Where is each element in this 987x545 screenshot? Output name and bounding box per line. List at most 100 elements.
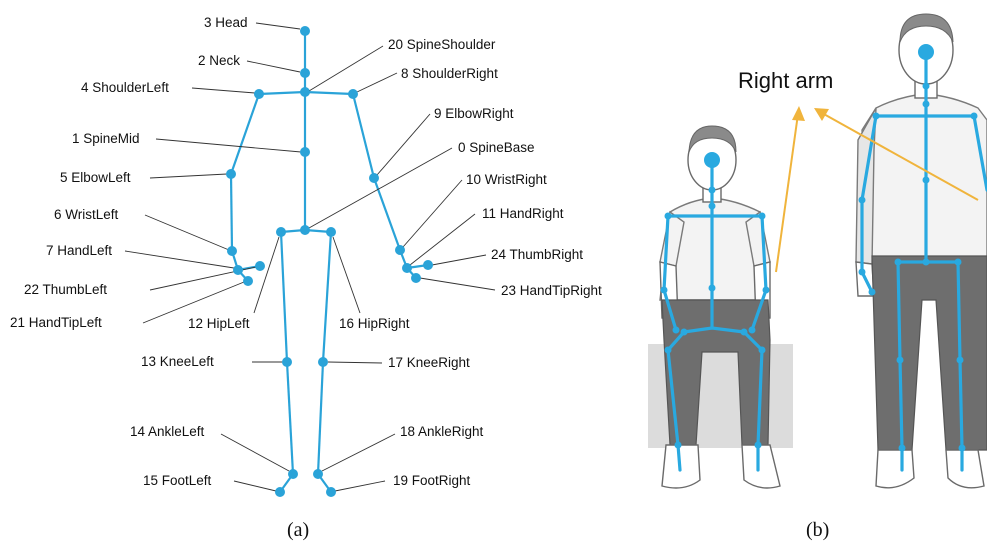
- seated-spine-mid-joint: [709, 285, 716, 292]
- standing-neck-joint: [923, 83, 930, 90]
- label-spine-shoulder: 20 SpineShoulder: [388, 37, 496, 52]
- joint-ankle-right: [313, 469, 323, 479]
- joint-shoulder-right: [348, 89, 358, 99]
- joint-knee-left: [282, 357, 292, 367]
- label-hip-right: 16 HipRight: [339, 316, 410, 331]
- joint-head: [300, 26, 310, 36]
- leader-wrist-left: [145, 215, 229, 250]
- joint-spine-shoulder: [300, 87, 310, 97]
- leader-hand-tip-right: [420, 278, 495, 290]
- label-neck: 2 Neck: [198, 53, 240, 68]
- standing-head-joint: [918, 44, 934, 60]
- seated-hand-left-joint: [673, 327, 680, 334]
- standing-person-illustration: [856, 14, 987, 488]
- joint-foot-right: [326, 487, 336, 497]
- joint-thumb-left: [255, 261, 265, 271]
- label-knee-right: 17 KneeRight: [388, 355, 470, 370]
- panel-a: 3 Head 2 Neck 20 SpineShoulder 8 Shoulde…: [10, 15, 602, 541]
- leader-elbow-left: [150, 174, 227, 178]
- standing-hand-left-joint: [869, 289, 876, 296]
- label-knee-left: 13 KneeLeft: [141, 354, 214, 369]
- standing-spine-mid-joint: [923, 177, 930, 184]
- panel-b: Right arm (b): [648, 14, 987, 541]
- arrowhead-seated: [792, 106, 805, 121]
- leader-ankle-left: [221, 434, 289, 471]
- standing-hip-right-joint: [955, 259, 962, 266]
- label-hip-left: 12 HipLeft: [188, 316, 250, 331]
- standing-wrist-left-joint: [859, 269, 866, 276]
- leader-hip-right: [333, 237, 360, 313]
- standing-ankle-left-joint: [899, 445, 906, 452]
- arrow-seated-right-arm: [776, 114, 798, 272]
- seated-hip-right-joint: [741, 329, 748, 336]
- seated-shoulder-right-joint: [759, 213, 766, 220]
- label-elbow-left: 5 ElbowLeft: [60, 170, 131, 185]
- label-head: 3 Head: [204, 15, 248, 30]
- leader-spine-mid: [156, 139, 301, 152]
- standing-knee-left-joint: [897, 357, 904, 364]
- seated-knee-right-joint: [759, 347, 766, 354]
- leader-neck: [247, 61, 300, 72]
- leader-thumb-right: [432, 255, 486, 265]
- joint-ankle-left: [288, 469, 298, 479]
- label-hand-tip-right: 23 HandTipRight: [501, 283, 602, 298]
- bone-upperarm-right: [353, 94, 374, 178]
- label-ankle-right: 18 AnkleRight: [400, 424, 484, 439]
- label-wrist-right: 10 WristRight: [466, 172, 547, 187]
- right-arm-annotation: Right arm: [738, 68, 833, 93]
- seated-shoulder-left-joint: [665, 213, 672, 220]
- seated-ankle-right-joint: [755, 442, 762, 449]
- standing-right-shoe: [946, 450, 984, 488]
- standing-left-shoe: [876, 450, 914, 488]
- bone-shoulder-right: [305, 92, 353, 94]
- leader-foot-right: [335, 481, 385, 491]
- leader-ankle-right: [322, 434, 395, 471]
- joint-neck: [300, 68, 310, 78]
- joint-hip-right: [326, 227, 336, 237]
- joint-foot-left: [275, 487, 285, 497]
- label-shoulder-right: 8 ShoulderRight: [401, 66, 498, 81]
- seated-knee-left-joint: [665, 347, 672, 354]
- joint-hand-tip-left: [243, 276, 253, 286]
- leader-wrist-right: [403, 180, 462, 247]
- joint-hand-tip-right: [411, 273, 421, 283]
- leader-hand-left: [125, 251, 234, 268]
- leader-spine-shoulder: [309, 46, 383, 91]
- joint-spine-mid: [300, 147, 310, 157]
- joint-hand-left: [233, 265, 243, 275]
- standing-ankle-right-joint: [959, 445, 966, 452]
- seated-hip-left-joint: [681, 329, 688, 336]
- leader-hand-right: [410, 214, 475, 265]
- joint-elbow-left: [226, 169, 236, 179]
- joint-hand-right: [402, 263, 412, 273]
- joint-elbow-right: [369, 173, 379, 183]
- label-hand-left: 7 HandLeft: [46, 243, 112, 258]
- leader-knee-right: [328, 362, 382, 363]
- standing-spine-base-joint: [923, 259, 930, 266]
- seated-ankle-left-joint: [675, 442, 682, 449]
- leader-shoulder-right: [357, 73, 397, 92]
- leader-elbow-right: [377, 114, 430, 175]
- standing-shoulder-right-joint: [971, 113, 978, 120]
- label-foot-right: 19 FootRight: [393, 473, 471, 488]
- standing-elbow-left-joint: [859, 197, 866, 204]
- standing-spine-shoulder-joint: [923, 101, 930, 108]
- standing-shoulder-left-joint: [873, 113, 880, 120]
- label-foot-left: 15 FootLeft: [143, 473, 212, 488]
- bone-shin-right: [318, 362, 323, 474]
- bone-forearm-left: [231, 174, 232, 251]
- caption-b: (b): [806, 519, 829, 541]
- bone-thigh-right: [323, 232, 331, 362]
- arrowhead-standing: [814, 108, 829, 121]
- label-hand-tip-left: 21 HandTipLeft: [10, 315, 102, 330]
- bone-thigh-left: [281, 232, 287, 362]
- label-thumb-left: 22 ThumbLeft: [24, 282, 107, 297]
- seated-spine-shoulder-joint: [709, 203, 716, 210]
- caption-a: (a): [287, 519, 309, 541]
- joint-knee-right: [318, 357, 328, 367]
- joint-thumb-right: [423, 260, 433, 270]
- bone-upperarm-left: [231, 94, 259, 174]
- joint-spine-base: [300, 225, 310, 235]
- label-ankle-left: 14 AnkleLeft: [130, 424, 205, 439]
